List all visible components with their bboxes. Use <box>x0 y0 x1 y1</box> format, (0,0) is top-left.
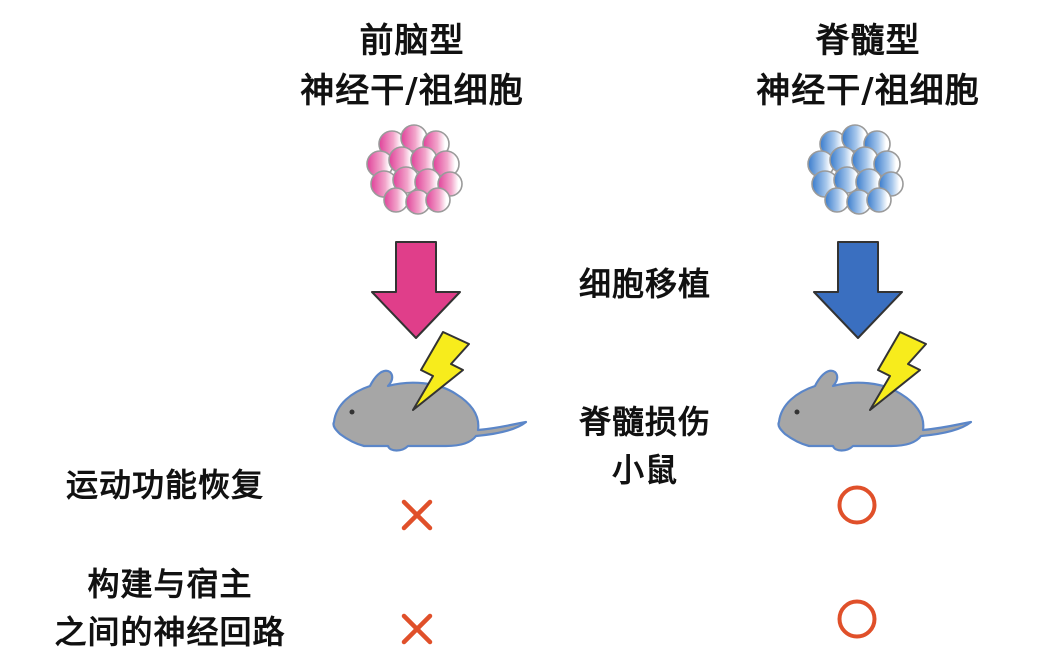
cross-mark-icon <box>401 499 433 531</box>
right-title-line1: 脊髓型 <box>815 21 921 61</box>
lightning-bolt-icon <box>412 331 470 411</box>
lightning-bolt-icon <box>869 331 927 411</box>
circuit-formation-label-line2: 之间的神经回路 <box>54 613 286 651</box>
mouse-icon <box>332 369 528 452</box>
cell-cluster-icon <box>366 124 463 215</box>
transplant-label: 细胞移植 <box>578 265 711 303</box>
right-title-line2: 神经干/祖细胞 <box>756 71 980 111</box>
circle-mark-icon <box>837 599 877 639</box>
circle-mark-icon <box>837 485 877 525</box>
motor-recovery-label: 运动功能恢复 <box>65 466 264 504</box>
left-title-line1: 前脑型 <box>359 21 465 61</box>
mouse-label-line1: 脊髓损伤 <box>578 403 711 441</box>
circuit-formation-label-line1: 构建与宿主 <box>87 565 253 603</box>
mouse-label-line2: 小鼠 <box>611 451 678 489</box>
left-title-line2: 神经干/祖细胞 <box>300 71 524 111</box>
mouse-icon <box>777 369 973 452</box>
cross-mark-icon <box>401 613 433 645</box>
down-arrow-icon <box>371 241 461 339</box>
cell-cluster-icon <box>807 124 904 215</box>
down-arrow-icon <box>813 241 903 339</box>
